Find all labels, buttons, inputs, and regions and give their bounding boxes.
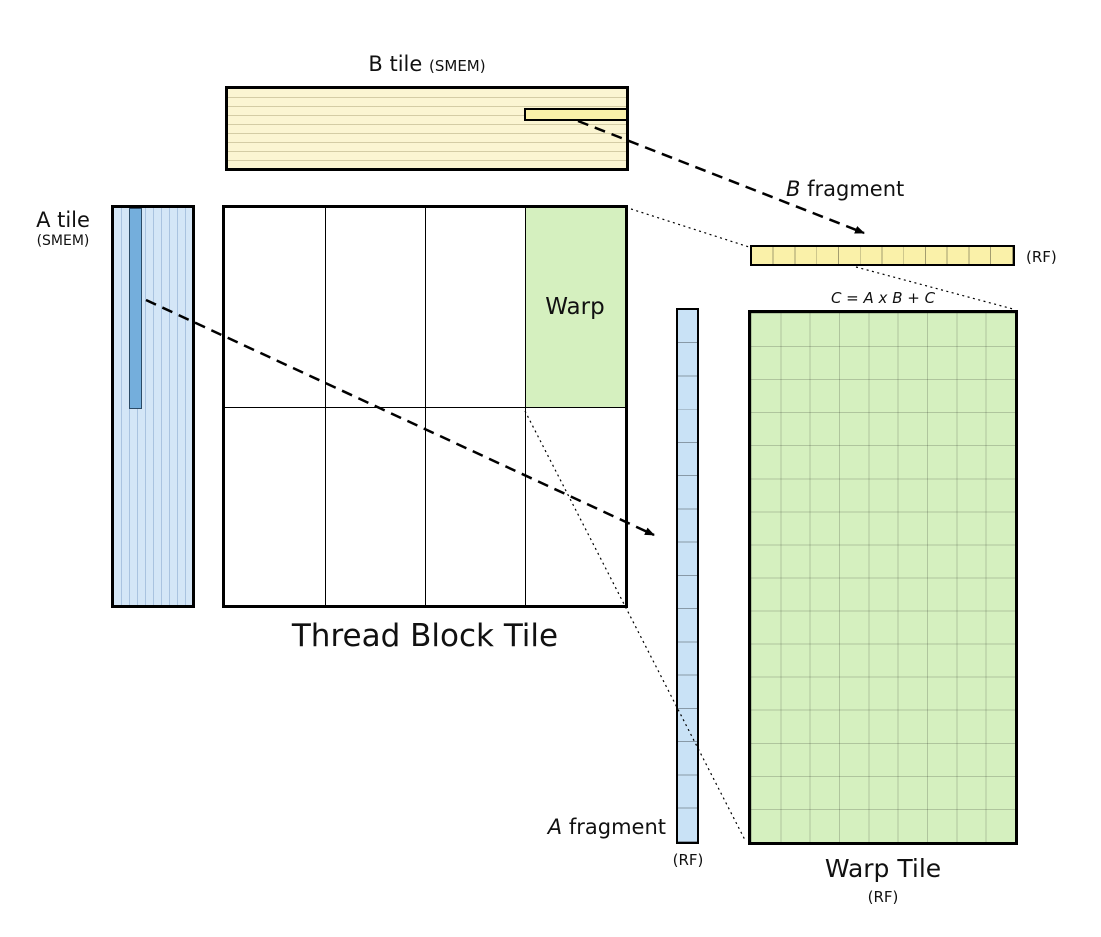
b-tile-title: B tile — [368, 52, 423, 76]
zoom-dotted-line-top — [630, 208, 750, 248]
a-tile-rect — [111, 205, 195, 608]
b-fragment-label: B fragment — [786, 177, 904, 201]
thread-block-tile: Warp — [222, 205, 628, 608]
b-fragment-word: fragment — [800, 177, 905, 201]
c-equation-label: C = A x B + C — [830, 289, 936, 307]
grid-line — [225, 406, 625, 408]
b-tile-rect — [225, 86, 629, 171]
a-fragment-strip — [676, 308, 699, 844]
a-fragment-rf-label: (RF) — [672, 851, 704, 869]
b-tile-mem-label: (SMEM) — [429, 57, 486, 75]
b-fragment-strip — [750, 245, 1015, 266]
a-tile-label: A tile (SMEM) — [18, 208, 108, 250]
warp-tile-rect — [748, 310, 1018, 845]
warp-tile-label: Warp Tile — [824, 854, 942, 883]
a-fragment-word: fragment — [562, 815, 666, 839]
a-tile-mem-label: (SMEM) — [36, 233, 90, 250]
a-fragment-label: A fragment — [540, 815, 666, 839]
thread-block-tile-label: Thread Block Tile — [291, 618, 559, 654]
a-fragment-var: A — [547, 815, 563, 839]
warp-cell-label: Warp — [545, 294, 605, 321]
a-tile-title: A tile — [36, 208, 90, 232]
a-tile-fragment-strip — [129, 208, 142, 409]
b-tile-label: B tile (SMEM) — [225, 52, 629, 76]
b-tile-fragment-strip — [524, 108, 628, 121]
warp-cell: Warp — [525, 208, 625, 407]
b-fragment-var: B — [786, 177, 801, 201]
warp-tile-rf-label: (RF) — [867, 888, 899, 906]
b-fragment-rf-label: (RF) — [1026, 248, 1057, 266]
